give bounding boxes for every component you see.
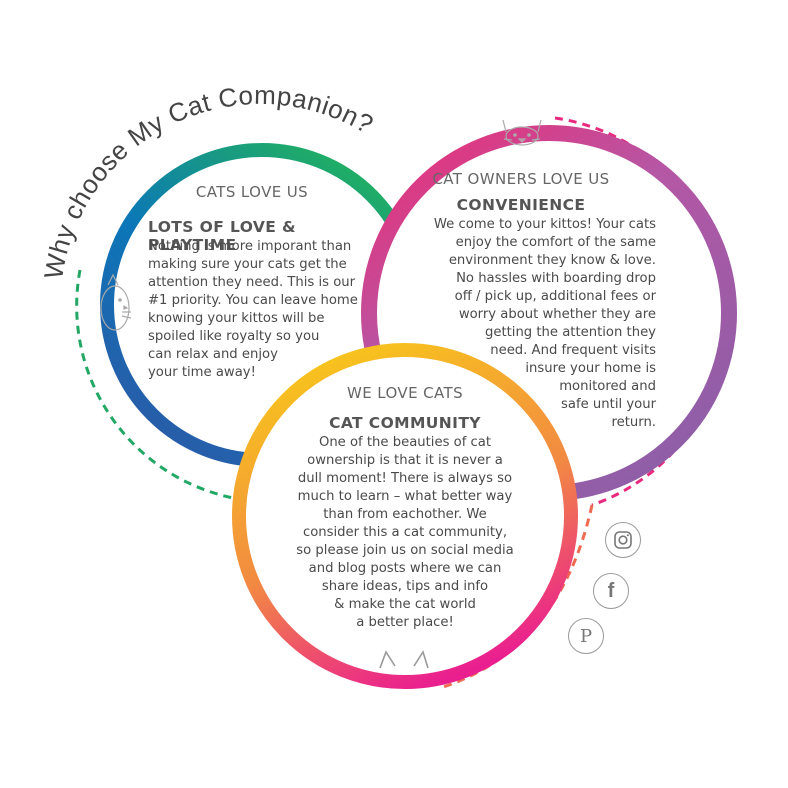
right-circle-title: CONVENIENCE	[456, 196, 586, 214]
left-circle-text: Nothing is more imporant than making sur…	[148, 239, 358, 380]
cat-side-icon	[100, 273, 132, 331]
bottom-circle-label: WE LOVE CATS	[346, 384, 463, 402]
bottom-circle-text: One of the beauties of cat ownership is …	[296, 435, 514, 630]
pinterest-link[interactable]: P	[568, 618, 604, 654]
cat-ears-icon	[379, 650, 429, 669]
pinterest-icon: P	[579, 625, 593, 647]
bottom-circle-ring	[232, 343, 578, 689]
bottom-circle-title: CAT COMMUNITY	[329, 414, 481, 432]
cat-face-icon	[502, 119, 542, 146]
instagram-icon	[614, 531, 632, 549]
right-circle-label: CAT OWNERS LOVE US	[432, 170, 610, 188]
facebook-icon: f	[607, 579, 615, 602]
left-circle-label: CATS LOVE US	[195, 183, 309, 201]
facebook-link[interactable]: f	[593, 573, 629, 609]
instagram-link[interactable]	[605, 522, 641, 558]
left-dashed-arc	[75, 269, 246, 502]
right-circle-text: We come to your kittos! Your cats enjoy …	[433, 217, 656, 430]
left-circle-title: LOTS OF LOVE & PLAYTIME	[148, 218, 296, 254]
